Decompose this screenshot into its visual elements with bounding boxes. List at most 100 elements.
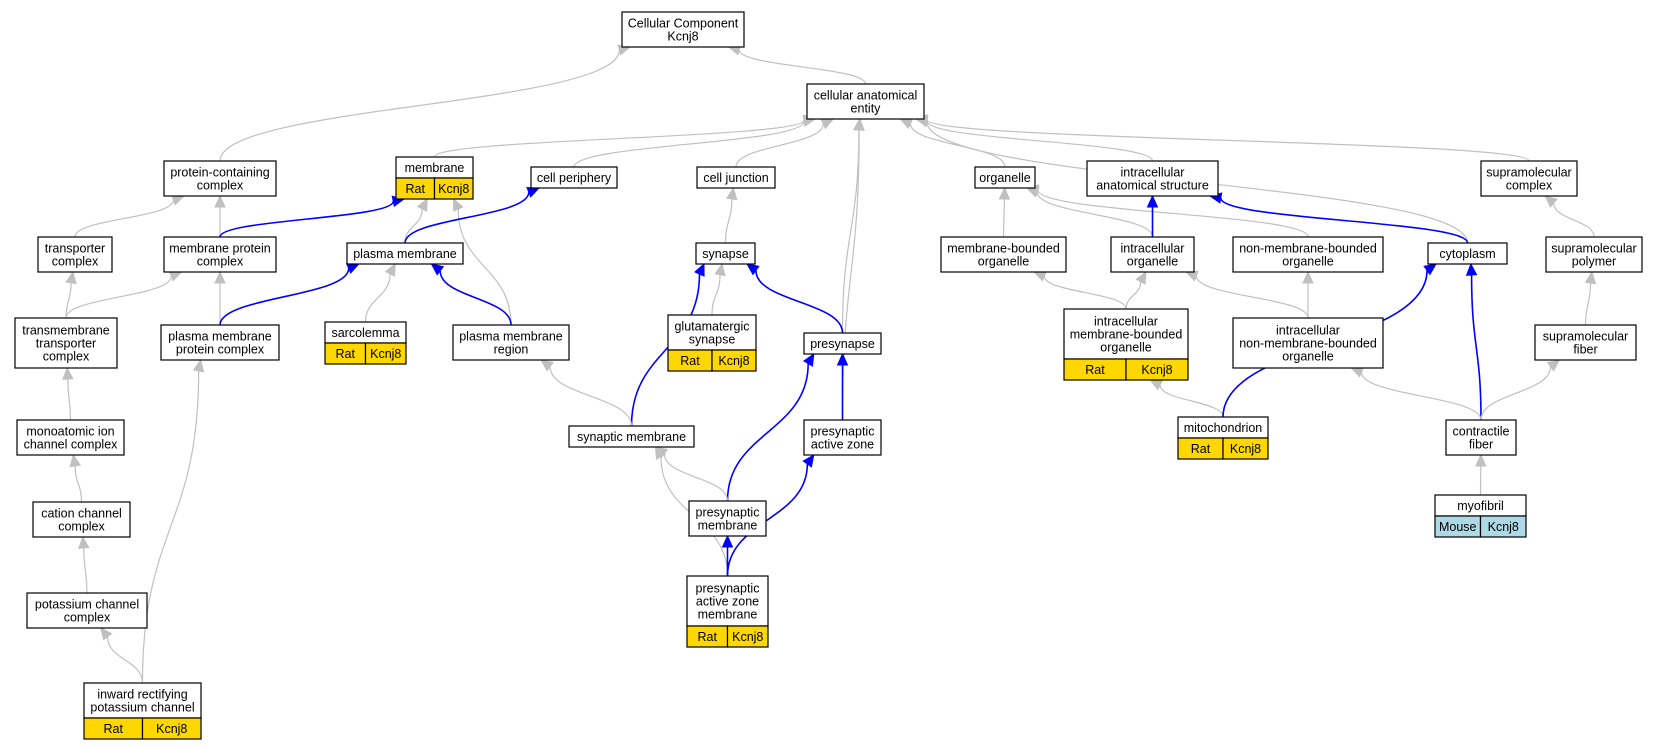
arrowhead	[430, 263, 445, 276]
go-term-node-celljunc[interactable]: cell junction	[696, 166, 776, 189]
node-label: organelle	[1127, 255, 1178, 269]
node-label: cation channel	[41, 507, 122, 521]
node-label: complex	[58, 520, 105, 534]
edge-line	[1553, 202, 1595, 238]
arrowhead	[65, 270, 77, 285]
node-label: presynapse	[810, 337, 875, 351]
edge-line	[549, 366, 633, 427]
go-term-node-pm[interactable]: plasma membrane	[346, 242, 464, 265]
arrowhead	[384, 262, 396, 277]
node-label: supramolecular	[1543, 330, 1628, 344]
edge-line	[1159, 384, 1224, 418]
edge-tmtc-to-transporter	[65, 270, 77, 319]
node-label: membrane	[698, 519, 758, 533]
edge-irkc-to-pmpc	[141, 358, 205, 684]
go-term-node-synapse[interactable]: synapse	[695, 242, 756, 265]
node-label: transmembrane	[22, 324, 110, 338]
arrowhead	[1423, 263, 1437, 276]
edge-supfiber-to-suppoly	[1584, 270, 1597, 326]
arrowhead	[802, 454, 815, 468]
node-box	[452, 324, 570, 361]
go-term-node-cellper[interactable]: cell periphery	[530, 166, 618, 189]
edge-line	[1470, 274, 1482, 421]
edge-line	[141, 370, 200, 684]
edge-inmbo-to-intorg	[1184, 270, 1309, 319]
go-term-node-imbo[interactable]: intracellularmembrane-boundedorganelleRa…	[1063, 308, 1189, 381]
node-box	[26, 592, 148, 629]
node-label: fiber	[1573, 343, 1597, 357]
go-term-node-synmem[interactable]: synaptic membrane	[568, 425, 695, 448]
gene-badge: Kcnj8	[156, 722, 187, 736]
edge-line	[726, 363, 809, 502]
node-label: presynaptic	[696, 506, 760, 520]
node-label: sarcolemma	[331, 326, 399, 340]
edge-line	[1480, 366, 1552, 421]
node-box	[37, 236, 113, 273]
edge-glutsyn-to-synapse	[711, 262, 726, 316]
edge-line	[909, 123, 1006, 168]
badge-cell	[1222, 437, 1269, 460]
node-box	[1480, 160, 1578, 197]
edge-line	[926, 120, 1154, 162]
edge-line	[1195, 275, 1309, 319]
node-label: plasma membrane	[168, 330, 272, 344]
gene-badge: Kcnj8	[438, 182, 469, 196]
node-box	[803, 332, 882, 355]
node-box	[1534, 324, 1637, 361]
node-box	[1445, 419, 1517, 456]
go-term-node-presynapse[interactable]: presynapse	[803, 332, 882, 355]
node-label: organelle	[1282, 350, 1333, 364]
node-label: membrane protein	[169, 242, 270, 256]
species-badge: Rat	[698, 630, 718, 644]
go-term-node-inmbo[interactable]: intracellularnon-membrane-boundedorganel…	[1232, 317, 1384, 369]
node-box	[974, 166, 1036, 189]
edge-line	[711, 274, 721, 316]
node-label: presynaptic	[811, 425, 875, 439]
arrowhead	[998, 186, 1011, 200]
edge-line	[726, 463, 809, 577]
node-label: intracellular	[1276, 324, 1340, 338]
edge-line	[219, 49, 621, 162]
node-label: complex	[197, 255, 244, 269]
go-term-node-organelle[interactable]: organelle	[974, 166, 1036, 189]
node-label: intracellular	[1121, 242, 1185, 256]
node-label: monoatomic ion	[26, 425, 114, 439]
arrowhead	[77, 535, 90, 549]
node-label: glutamatergic	[674, 320, 749, 334]
go-term-node-cytoplasm[interactable]: cytoplasm	[1427, 242, 1508, 265]
node-label: cell junction	[703, 171, 768, 185]
edge-line	[83, 547, 88, 594]
edges-layer	[62, 44, 1597, 684]
node-label: membrane-bounded	[947, 242, 1060, 256]
node-label: protein complex	[176, 343, 265, 357]
